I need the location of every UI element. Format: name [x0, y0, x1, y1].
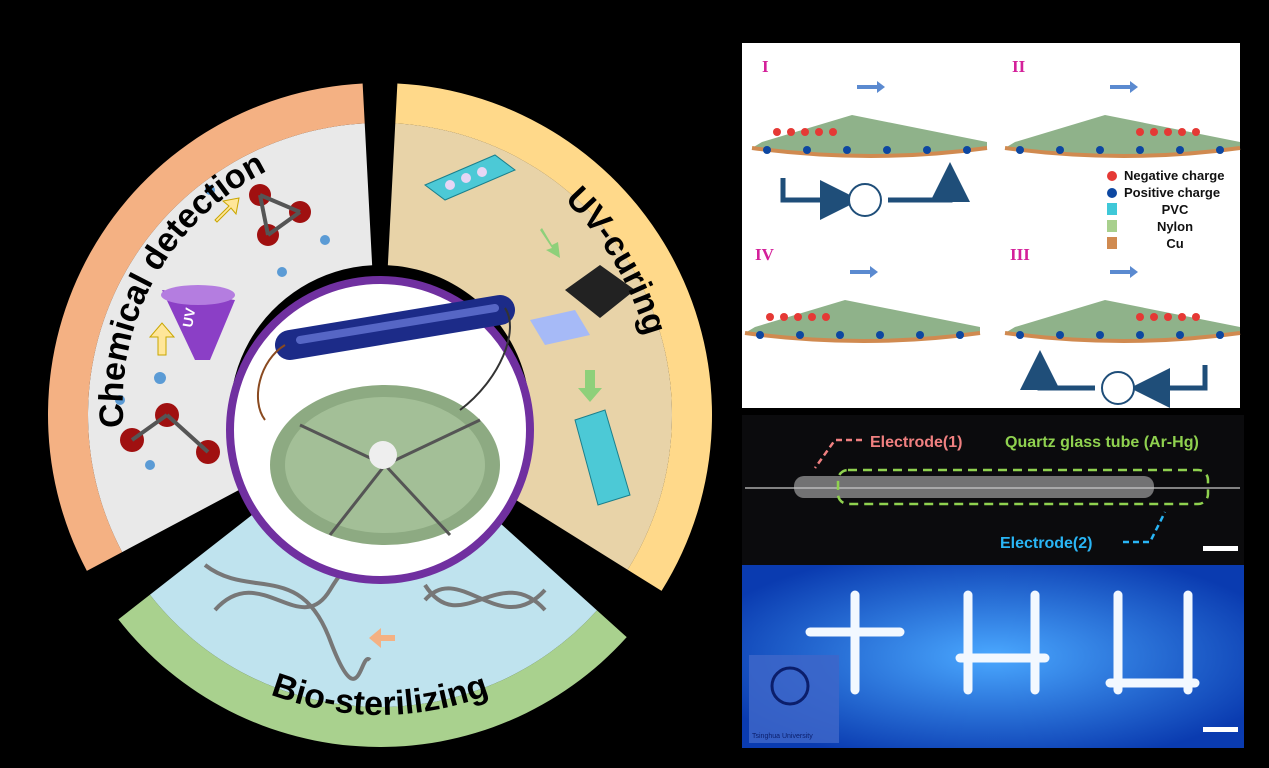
direction-arrow-icon	[1110, 266, 1138, 278]
segment-chemical-detection	[88, 123, 373, 553]
direction-arrow-icon	[857, 81, 885, 93]
copper-electrode	[1004, 331, 1241, 343]
copper-electrode	[751, 146, 988, 158]
legend-swatch	[1107, 171, 1117, 181]
label-quartz-tube: Quartz glass tube (Ar-Hg)	[1005, 434, 1199, 451]
glowing-thu-tubes	[805, 590, 1200, 695]
negative-charge	[808, 313, 816, 321]
uv-lamp-cone: UV	[161, 285, 235, 360]
positive-charge	[1056, 146, 1064, 154]
disk-segment	[752, 115, 987, 156]
positive-charge	[956, 331, 964, 339]
positive-charge	[843, 146, 851, 154]
quartz-tube	[794, 476, 1154, 498]
dna-strands	[203, 562, 547, 681]
legend-swatch	[1107, 203, 1117, 215]
positive-charge	[1096, 331, 1104, 339]
power-icon	[848, 183, 882, 217]
positive-charge	[803, 146, 811, 154]
label-electrode-2: Electrode(2)	[1000, 535, 1092, 552]
positive-charge	[923, 146, 931, 154]
stage-label-2: II	[1012, 57, 1026, 76]
negative-charge	[773, 128, 781, 136]
positive-charge	[756, 331, 764, 339]
power-icon	[1101, 371, 1135, 405]
chemical-molecules	[115, 184, 330, 470]
positive-charge	[916, 331, 924, 339]
disk-segment	[745, 300, 980, 341]
stage-label-1: I	[762, 57, 769, 76]
direction-arrow-icon	[1110, 81, 1138, 93]
band-uv-curing	[395, 83, 712, 591]
band-chemical-detection	[48, 83, 365, 571]
positive-charge	[1096, 146, 1104, 154]
legend-swatch	[1107, 188, 1117, 198]
positive-charge	[1016, 146, 1024, 154]
positive-charge	[796, 331, 804, 339]
copper-electrode	[744, 331, 981, 343]
legend-label: Negative charge	[1124, 168, 1224, 183]
positive-charge	[1216, 331, 1224, 339]
band-bio-sterilizing	[118, 594, 627, 747]
direction-arrow-icon	[850, 266, 878, 278]
negative-charge	[815, 128, 823, 136]
negative-charge	[787, 128, 795, 136]
negative-charge	[766, 313, 774, 321]
negative-charge	[829, 128, 837, 136]
photo-panel: Electrode(1) Quartz glass tube (Ar-Hg) E…	[742, 415, 1244, 748]
segment-bio-sterilizing	[149, 507, 597, 707]
negative-charge	[1192, 313, 1200, 321]
positive-charge	[1176, 146, 1184, 154]
positive-charge	[1136, 331, 1144, 339]
scale-bar	[1203, 546, 1238, 551]
logo-text: Tsinghua University	[752, 733, 813, 740]
label-electrode-1: Electrode(1)	[870, 434, 962, 451]
scale-bar	[1203, 727, 1238, 732]
positive-charge	[1176, 331, 1184, 339]
positive-charge	[1216, 146, 1224, 154]
legend-label: PVC	[1162, 202, 1189, 217]
negative-charge	[822, 313, 830, 321]
application-ring	[48, 83, 712, 747]
disk-segment	[1005, 300, 1240, 341]
negative-charge	[1164, 313, 1172, 321]
disk-segment	[1005, 115, 1240, 156]
legend-swatch	[1107, 220, 1117, 232]
negative-charge	[1150, 313, 1158, 321]
positive-charge	[876, 331, 884, 339]
negative-charge	[1136, 128, 1144, 136]
copper-electrode	[1004, 146, 1241, 158]
positive-charge	[1016, 331, 1024, 339]
negative-charge	[1178, 313, 1186, 321]
positive-charge	[1136, 146, 1144, 154]
negative-charge	[801, 128, 809, 136]
negative-charge	[780, 313, 788, 321]
legend-label: Positive charge	[1124, 185, 1220, 200]
uv-curing-illustration	[424, 154, 635, 506]
tribo-generator-device	[256, 295, 515, 545]
negative-charge	[794, 313, 802, 321]
negative-charge	[1192, 128, 1200, 136]
stage-label-4: IV	[755, 245, 775, 264]
negative-charge	[1164, 128, 1172, 136]
legend-swatch	[1107, 237, 1117, 249]
negative-charge	[1150, 128, 1158, 136]
stage-label-3: III	[1010, 245, 1030, 264]
positive-charge	[836, 331, 844, 339]
positive-charge	[963, 146, 971, 154]
positive-charge	[883, 146, 891, 154]
legend-label: Cu	[1166, 236, 1183, 251]
negative-charge	[1178, 128, 1186, 136]
positive-charge	[763, 146, 771, 154]
negative-charge	[1136, 313, 1144, 321]
positive-charge	[1056, 331, 1064, 339]
legend-label: Nylon	[1157, 219, 1193, 234]
uv-cone-text: UV	[179, 306, 198, 329]
